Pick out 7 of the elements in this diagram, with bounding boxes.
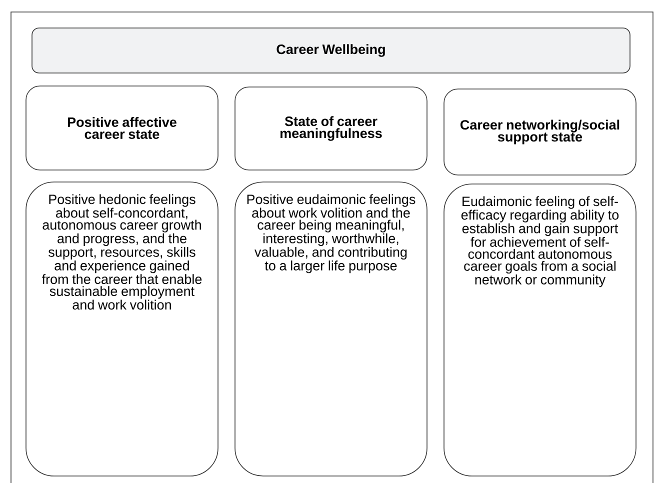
node-text: Career networking/social support state xyxy=(460,120,620,144)
node-text: Eudaimonic feeling of self-efficacy regarding ability to establish and gain support for achievement of self-concordant autonomous career goals from a social network or community xyxy=(461,196,619,288)
node-text: Positive eudaimonic feelings about work volition and the career being meaningful, interesting, worthwhile, valuable, and contributing to a larger life purpose xyxy=(247,194,416,274)
node-text: Positive affective career state xyxy=(68,117,176,139)
node-text: Positive hedonic feelings about self-concordant, autonomous career growth and progress, and the support, resources, skills and experience gained from the career that enable sustainable employment and work volition xyxy=(42,194,202,310)
node-text: Career Wellbeing xyxy=(276,44,385,57)
node-text: State of career meaningfulness xyxy=(280,116,382,141)
